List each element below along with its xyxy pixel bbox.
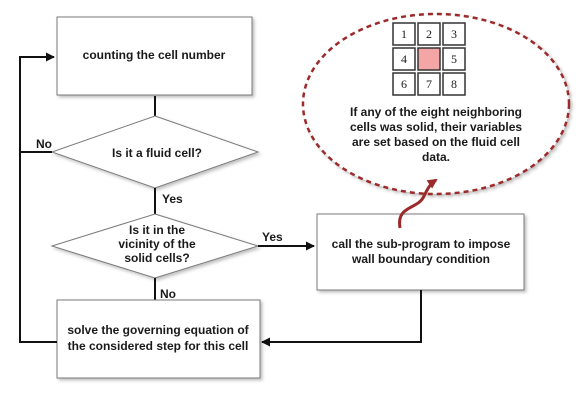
callout-text-3: are set based on the fluid cell [352, 135, 520, 149]
solve-label-1: solve the governing equation of [67, 323, 249, 337]
subprogram-label-2: wall boundary condition [351, 252, 490, 266]
grid-cell [417, 72, 441, 96]
grid-number: 4 [401, 52, 407, 66]
edge-subprogram-to-solve [261, 290, 422, 347]
callout-ellipse [301, 12, 571, 196]
vicinity-label-1: Is it in the [129, 223, 185, 237]
grid-cell [442, 22, 466, 46]
grid-number: 2 [426, 27, 432, 41]
grid-cell [417, 22, 441, 46]
grid-cell [442, 47, 466, 71]
callout-connector-arrow [398, 178, 438, 229]
edge-label-no-vicinity: No [160, 287, 176, 301]
counting-box: counting the cell number [56, 16, 253, 96]
vicinity-check-diamond: Is it in the vicinity of the solid cells… [50, 213, 260, 279]
grid-center-cell [417, 47, 441, 71]
edge-label-yes-vicinity: Yes [262, 230, 283, 244]
fluid-check-diamond: Is it a fluid cell? [50, 115, 260, 189]
edge-loop-back [19, 52, 57, 343]
grid-number: 5 [451, 52, 457, 66]
grid-number: 6 [401, 77, 407, 91]
grid-cell [392, 22, 416, 46]
grid-number: 1 [401, 27, 407, 41]
fluid-check-label: Is it a fluid cell? [112, 146, 202, 160]
solve-box: solve the governing equation of the cons… [56, 299, 261, 379]
grid-number: 7 [426, 77, 432, 91]
grid-number: 3 [451, 27, 457, 41]
subprogram-label-1: call the sub-program to impose [332, 237, 511, 251]
grid-cell [442, 72, 466, 96]
subprogram-box: call the sub-program to impose wall boun… [316, 213, 525, 291]
vicinity-label-2: vicinity of the [118, 237, 196, 251]
counting-label: counting the cell number [83, 48, 226, 62]
edge-label-no-fluid: No [36, 137, 52, 151]
grid-number: 8 [451, 77, 457, 91]
edge-label-yes-fluid: Yes [162, 192, 183, 206]
grid-cell [392, 47, 416, 71]
callout-text-1: If any of the eight neighboring [350, 105, 522, 119]
grid-cell [392, 72, 416, 96]
vicinity-label-3: solid cells? [124, 251, 189, 265]
solve-label-2: the considered step for this cell [68, 339, 249, 353]
callout-text-2: cells was solid, their variables [350, 120, 522, 134]
neighbor-grid: 1 2 3 4 5 6 7 8 [392, 22, 466, 96]
callout: 1 2 3 4 5 6 7 8 If any of the eight neig… [301, 12, 571, 196]
callout-text-4: data. [422, 150, 450, 164]
